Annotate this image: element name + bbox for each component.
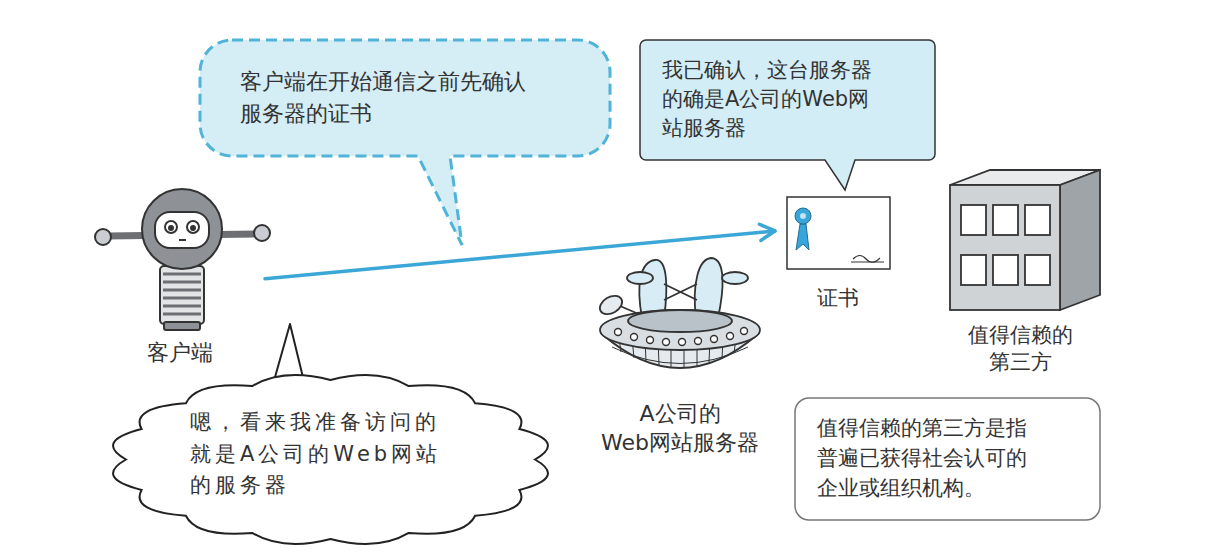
connector-arrow [265,224,775,278]
bubble-outline [200,40,610,245]
building-side [1060,170,1100,310]
robot-figure [95,189,270,330]
certificate-ribbon [796,224,809,250]
server-node: A公司的 Web网站服务器 [580,258,780,462]
robot-scarf [163,274,201,314]
third-party-node: 值得信赖的 第三方 [935,160,1105,381]
node-text: 值得信赖的第三方是指 普遍已获得社会认可的 企业或组织机构。 [817,414,1049,503]
server-wing [627,272,653,284]
node-text: 值得信赖的 第三方 [955,322,1085,377]
satellite-dish [597,292,626,318]
certificate-paper [787,197,890,269]
connector-line [265,231,775,279]
arrow-head [759,224,775,240]
robot-mouth [179,239,186,241]
thought-cloud: 嗯，看来我准备访问的 就是A公司的Web网站 的服务器 [118,372,543,547]
building-windows [961,205,1050,285]
server-cross [664,284,697,300]
server-figure [597,258,760,368]
node-outline [200,40,610,156]
server-dome [628,310,732,332]
speech-bubble: 我已确认，这台服务器 的确是A公司的Web网 站服务器 [640,40,935,160]
robot-pupil [169,226,173,230]
certificate-seal [795,208,811,224]
robot-pupil [191,226,195,230]
server-rim [600,310,760,350]
robot-base [164,322,200,330]
node-text: 客户端 [105,338,255,369]
certificate-signature [853,256,880,263]
certificate-node: 证书 [775,190,900,318]
node-text: 客户端在开始通信之前先确认 服务器的证书 [240,66,540,130]
building-front [950,185,1060,310]
robot-hand [95,229,111,245]
server-cross [664,284,697,300]
server-tower [639,260,666,318]
certificate-line [851,262,884,263]
server-wing [722,272,748,284]
node-text: A公司的 Web网站服务器 [588,400,773,457]
robot-face [155,212,209,248]
note-outline [795,398,1100,520]
building-figure [950,170,1100,310]
client-node: 客户端 [95,195,265,373]
node-text: 嗯，看来我准备访问的 就是A公司的Web网站 的服务器 [190,407,480,502]
bubble-outline [640,40,935,190]
node-text: 我已确认，这台服务器 的确是A公司的Web网 站服务器 [662,56,890,143]
cloud-outline [113,375,548,544]
server-tower [695,258,723,318]
note-box: 值得信赖的第三方是指 普遍已获得社会认可的 企业或组织机构。 [795,398,1100,520]
robot-body [160,266,204,324]
certificate-seal [800,213,806,219]
robot-head [142,189,222,269]
robot-eye [187,221,199,233]
robot-eye [165,221,177,233]
server-lights [615,328,748,346]
certificate-figure [787,197,890,269]
node-text: 证书 [788,284,888,313]
robot-hand [254,225,270,241]
speech-bubble: 客户端在开始通信之前先确认 服务器的证书 [200,40,610,156]
